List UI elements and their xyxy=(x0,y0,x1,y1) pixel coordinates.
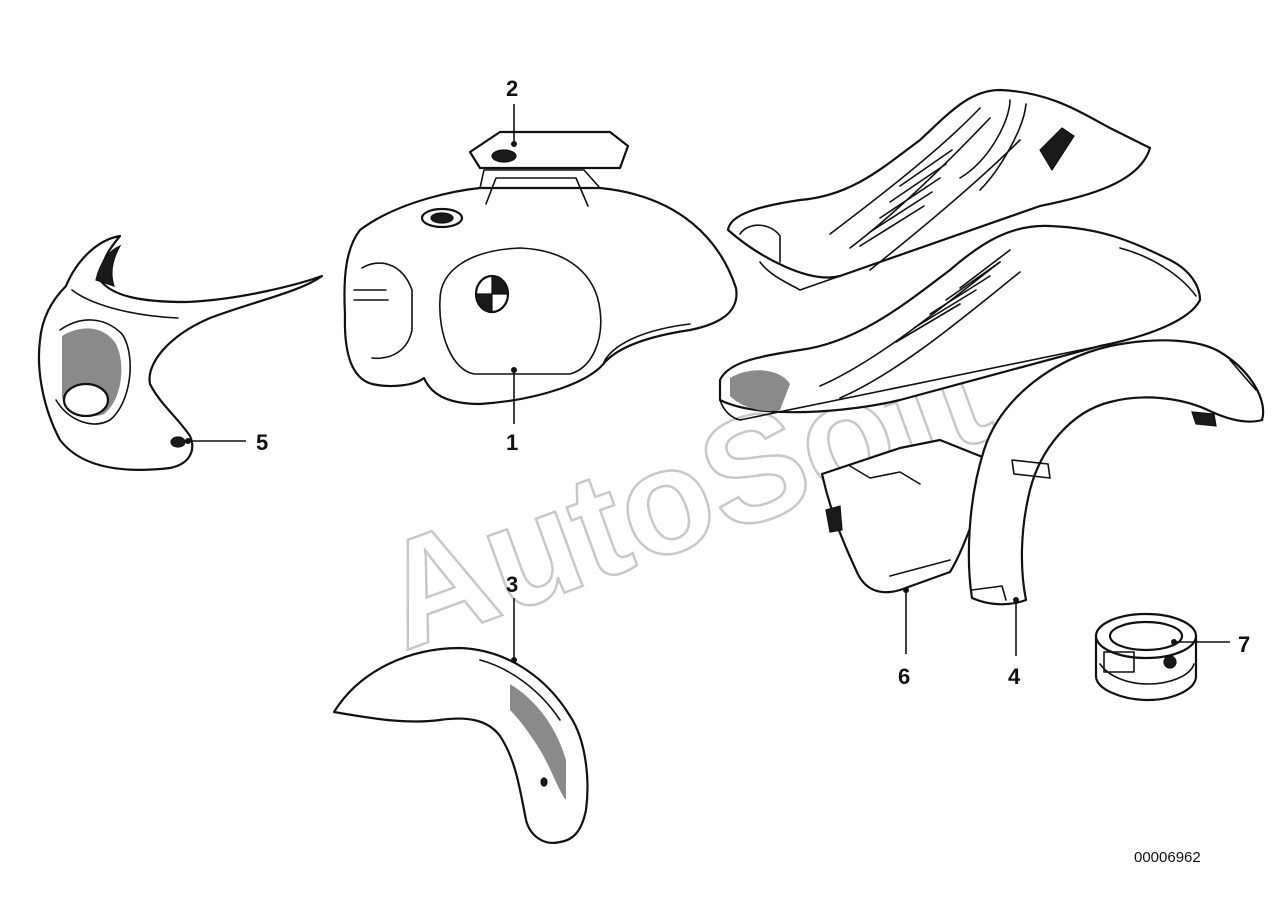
callout-7: 7 xyxy=(1238,632,1250,657)
part-tank-lid[interactable] xyxy=(468,130,630,170)
callout-6: 6 xyxy=(898,664,910,689)
callout-4: 4 xyxy=(1008,664,1021,689)
callout-5: 5 xyxy=(256,430,268,455)
callout-3: 3 xyxy=(506,572,518,597)
callout-1: 1 xyxy=(506,430,518,455)
leader-lines xyxy=(185,104,1230,663)
part-headlight-fairing[interactable] xyxy=(37,234,324,471)
part-fuel-tank[interactable] xyxy=(343,169,738,406)
part-touring-seat[interactable] xyxy=(718,224,1202,421)
diagram-reference-number: 00006962 xyxy=(1134,849,1201,866)
part-rear-fender[interactable] xyxy=(967,339,1265,606)
part-sport-seat[interactable] xyxy=(726,88,1152,291)
callout-labels: 2 1 3 5 6 4 7 xyxy=(256,76,1250,689)
part-paint-tin[interactable] xyxy=(1094,612,1198,702)
callout-2: 2 xyxy=(506,76,518,101)
part-front-fender[interactable] xyxy=(332,646,589,844)
